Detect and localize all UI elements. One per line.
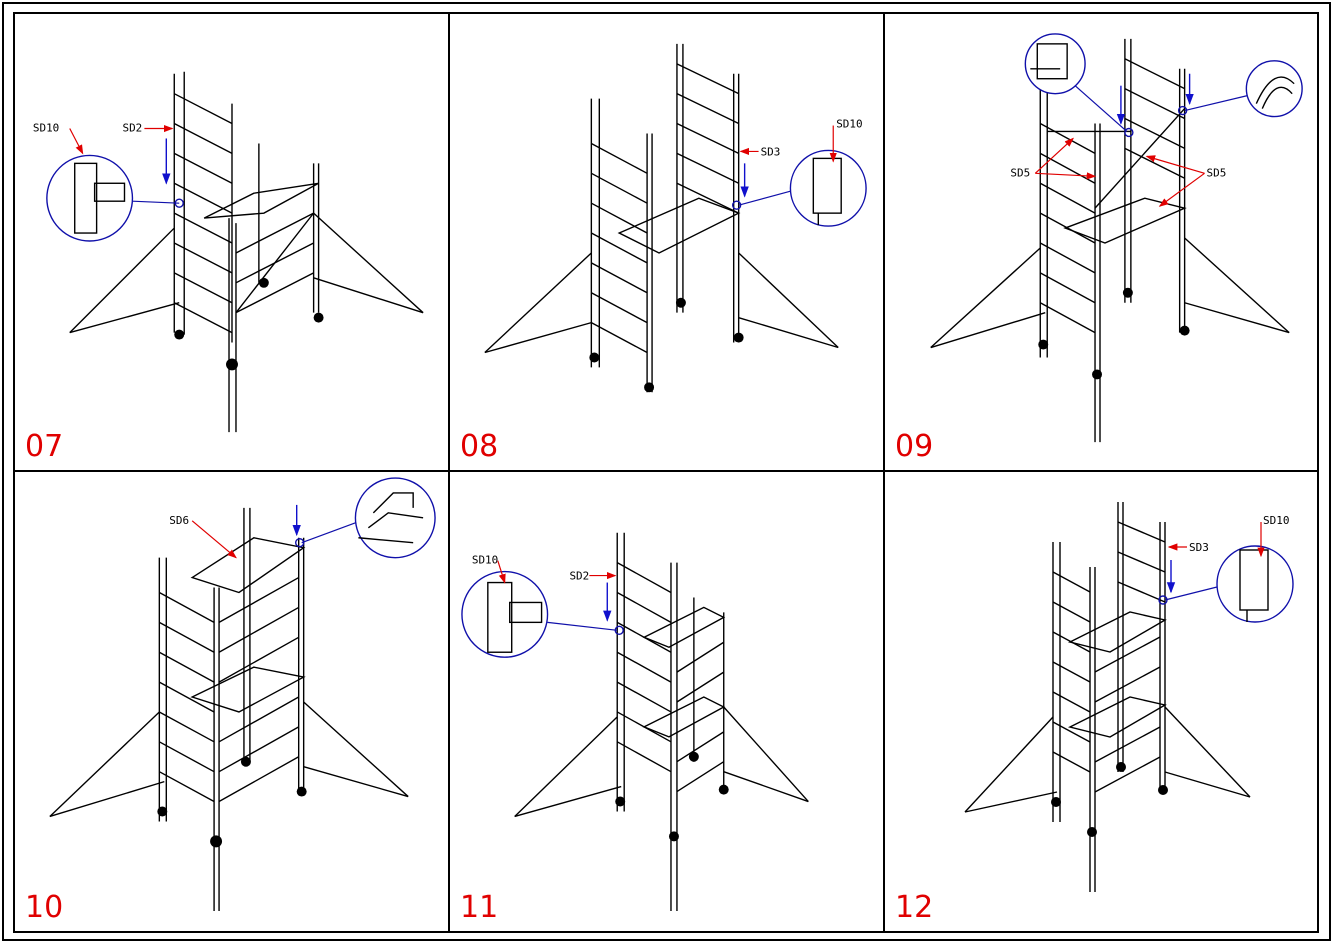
step-number: 09 <box>895 429 934 464</box>
step-number: 10 <box>25 890 64 925</box>
tower-illustration-11: SD10 SD2 <box>461 532 809 912</box>
step-panel-12: SD10 SD3 12 <box>885 472 1317 931</box>
instruction-grid: SD10 SD2 07 <box>13 12 1319 933</box>
tower-illustration-09: SD5 SD5 <box>930 33 1303 443</box>
step-number: 11 <box>460 890 499 925</box>
step-panel-11: SD10 SD2 11 <box>450 472 885 931</box>
tower-illustration-08: SD10 SD3 <box>484 43 867 393</box>
part-label-sd10: SD10 <box>472 554 498 567</box>
part-label-sd3: SD3 <box>761 145 781 158</box>
part-label-sd2: SD2 <box>569 570 589 583</box>
tower-illustration-12: SD10 SD3 <box>964 502 1294 892</box>
tower-illustration-10: SD6 <box>49 477 436 912</box>
part-label-sd5-left: SD5 <box>1010 166 1030 179</box>
step-number: 08 <box>460 429 499 464</box>
step-panel-10: SD6 10 <box>15 472 450 931</box>
step-number: 07 <box>25 429 64 464</box>
part-label-sd10: SD10 <box>836 118 862 131</box>
part-label-sd6: SD6 <box>169 514 189 527</box>
step-panel-08: SD10 SD3 08 <box>450 14 885 472</box>
part-label-sd5-right: SD5 <box>1207 166 1227 179</box>
step-panel-07: SD10 SD2 07 <box>15 14 450 472</box>
step-number: 12 <box>895 890 934 925</box>
part-label-sd3: SD3 <box>1189 541 1209 554</box>
part-label-sd10: SD10 <box>1263 514 1290 527</box>
tower-illustration-07 <box>46 71 424 433</box>
step-panel-09: SD5 SD5 09 <box>885 14 1317 472</box>
